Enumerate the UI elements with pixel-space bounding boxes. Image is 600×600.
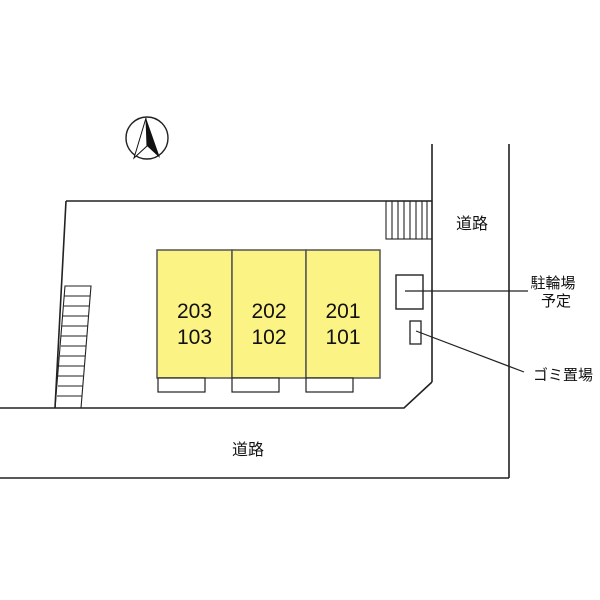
- unit-upper-number: 202: [251, 300, 286, 323]
- garbage-label: ゴミ置場: [533, 366, 593, 384]
- bicycle-parking-area[interactable]: [395, 274, 424, 310]
- road-label-south: 道路: [232, 440, 264, 459]
- entry-box: [231, 377, 280, 393]
- north-arrow-icon: [125, 116, 169, 160]
- unit-block: 203 103 202 102 201 101: [156, 249, 381, 379]
- unit-lower-number: 103: [177, 326, 212, 349]
- unit-upper-number: 203: [177, 300, 212, 323]
- garbage-leader: [415, 330, 525, 373]
- unit-203-103[interactable]: 203 103: [156, 249, 233, 379]
- west-stairs: [54, 285, 92, 409]
- unit-lower-number: 101: [325, 326, 360, 349]
- road-label-east: 道路: [456, 214, 488, 233]
- bicycle-parking-label: 駐輪場: [530, 274, 575, 292]
- northeast-stairs: [385, 200, 433, 240]
- unit-202-102[interactable]: 202 102: [231, 249, 307, 379]
- entry-box: [305, 377, 354, 393]
- unit-upper-number: 201: [325, 300, 360, 323]
- unit-201-101[interactable]: 201 101: [305, 249, 381, 379]
- entry-box: [157, 377, 206, 393]
- lot-boundary: [0, 200, 433, 409]
- unit-lower-number: 102: [251, 326, 286, 349]
- bicycle-parking-label-sub: 予定: [541, 292, 571, 310]
